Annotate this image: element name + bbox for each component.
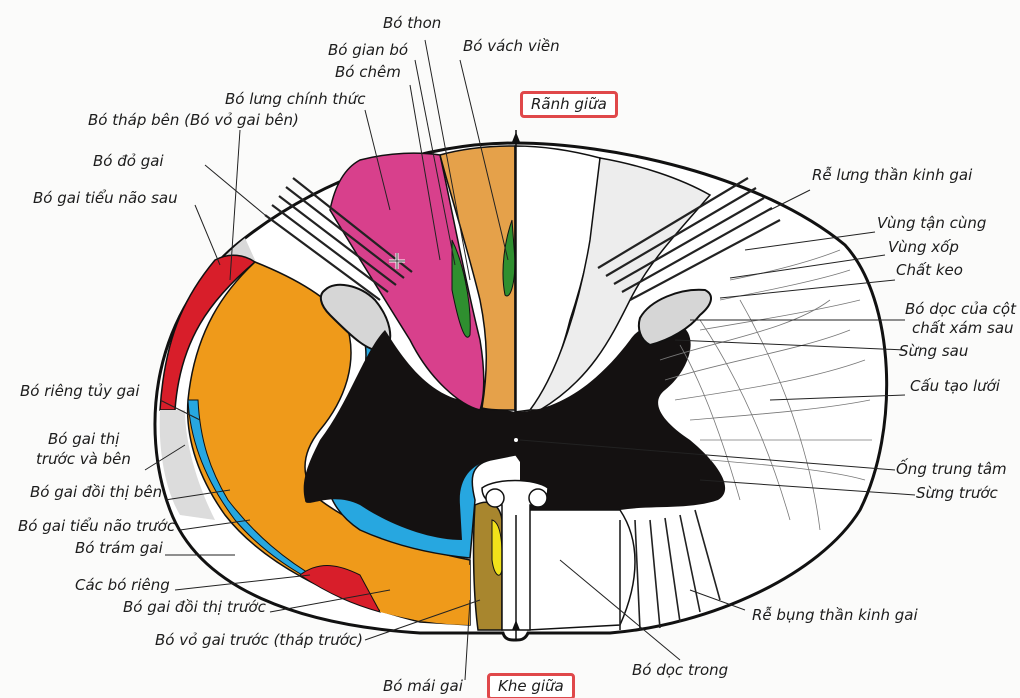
dorsal-root-left [264,177,413,301]
label-bo-vach-vien: Bó vách viền [463,37,560,55]
label-ong-trung-tam: Ống trung tâm [896,460,1007,478]
label-bo-gai-doi-thi-truoc: Bó gai đồi thị trước [123,598,266,616]
label-bo-rieng-tuy-gai: Bó riêng tủy gai [20,382,140,400]
label-bo-gian-bo: Bó gian bó [328,41,409,59]
label-bo-do-gai: Bó đỏ gai [93,152,164,170]
label-khe-giua: Khe giữa [487,673,575,698]
label-bo-gai-tieu-nao-sau: Bó gai tiểu não sau [33,189,178,207]
label-bo-tram-gai: Bó trám gai [75,539,163,557]
leader-lines [144,39,916,681]
label-bo-gai-thi-1: Bó gai thị [48,430,120,448]
lateral-edge-grey [159,410,215,520]
septomarginal-green-left [451,239,471,338]
label-bo-thap-ben: Bó tháp bên (Bó vỏ gai bên) [88,111,299,129]
label-cau-tao-luoi: Cấu tạo lưới [910,377,1000,395]
label-ranh-giua: Rãnh giữa [520,91,618,119]
label-re-lung: Rễ lưng thần kinh gai [812,166,973,184]
anterior-white-circle-right [528,488,548,508]
anterior-orange-lower [380,555,470,625]
gray-matter-left [303,330,515,540]
label-bo-vo-gai-truoc: Bó vỏ gai trước (tháp trước) [155,631,364,649]
label-bo-doc-cot-2: chất xám sau [912,319,1014,337]
posterior-right-grey [528,157,712,411]
anterior-fissure-arrow [512,620,520,630]
label-bo-lung-chinh-thuc: Bó lưng chính thức [225,90,366,108]
label-cac-bo-rieng: Các bó riêng [75,576,170,594]
label-bo-mai-gai: Bó mái gai [383,677,463,695]
label-bo-chem: Bó chêm [335,63,401,81]
reticular-fibers [659,249,872,531]
label-sung-truoc: Sừng trước [916,484,998,502]
label-bo-gai-tieu-nao-truoc: Bó gai tiểu não trước [18,517,176,535]
substantia-gelatinosa-right [637,288,712,347]
crosshair-move-icon [389,253,405,269]
ventral-root-right [619,509,721,631]
label-bo-gai-thi-2: trước và bên [36,450,131,468]
gray-matter-right [515,323,726,510]
label-sung-sau: Sừng sau [899,342,969,360]
label-vung-xop: Vùng xốp [888,238,959,256]
label-re-bung: Rễ bụng thần kinh gai [752,606,918,624]
label-bo-doc-trong: Bó dọc trong [632,661,729,679]
anterior-right-white [519,509,636,631]
label-bo-doc-cot-1: Bó dọc của cột [905,300,1016,318]
central-canal [514,438,518,442]
label-bo-gai-doi-thi-ben: Bó gai đồi thị bên [30,483,163,501]
label-bo-thon: Bó thon [383,14,442,32]
label-vung-tan-cung: Vùng tận cùng [877,214,987,232]
label-chat-keo: Chất keo [896,261,963,279]
anterior-white-circle-left [485,488,505,508]
dorsal-spinocerebellar-tract [159,254,257,411]
dorsal-root-right [597,177,781,301]
posterior-sulcus-arrow [512,132,520,142]
